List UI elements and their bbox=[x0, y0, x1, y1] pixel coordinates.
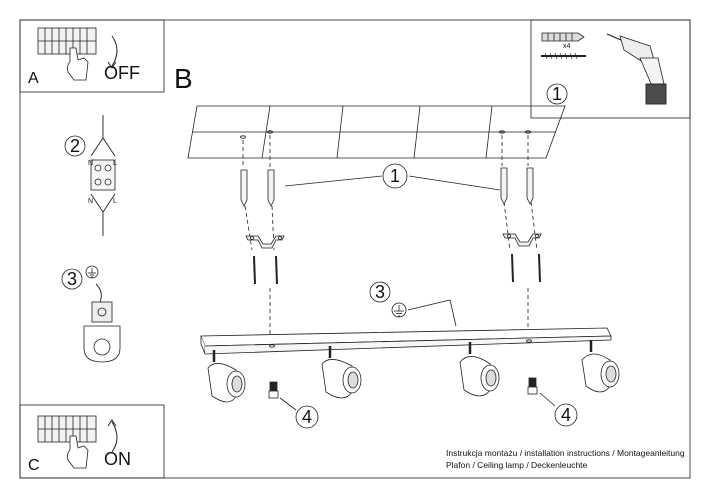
leader-step-4-right bbox=[539, 392, 556, 407]
wall-plug-icon bbox=[541, 32, 585, 42]
step-4-circle-left bbox=[295, 405, 319, 429]
panel-a-state: OFF bbox=[104, 63, 140, 83]
breaker-off-icon bbox=[37, 27, 118, 81]
panel-c-letter: C bbox=[28, 457, 40, 474]
caption-line-2: Plafon / Ceiling lamp / Deckenleuchte bbox=[446, 460, 588, 470]
tools-step-number: 1 bbox=[552, 84, 563, 104]
earth-terminal-icon bbox=[83, 283, 121, 363]
assembly-step-4-right-number: 4 bbox=[561, 405, 572, 425]
spotlight-2 bbox=[321, 346, 362, 399]
mounting-bracket-left bbox=[245, 235, 285, 249]
spotlight-1 bbox=[207, 350, 246, 403]
wire-label-l-bottom: L bbox=[113, 198, 117, 205]
terminal-block-icon bbox=[90, 115, 116, 236]
spotlight-3 bbox=[459, 342, 500, 397]
lamp-bar bbox=[200, 327, 612, 355]
leader-step-4-left bbox=[279, 397, 297, 411]
wire-label-n-bottom: N bbox=[88, 198, 94, 205]
caption-line-1: Instrukcja montażu / installation instru… bbox=[446, 448, 685, 458]
leader-step-1-left bbox=[284, 175, 383, 187]
assembly-step-4-left-number: 4 bbox=[302, 407, 313, 427]
wire-label-l-top: L bbox=[113, 160, 117, 167]
step-4-circle-right bbox=[554, 403, 578, 427]
screw-icon bbox=[541, 52, 586, 60]
earth-symbol-small-icon bbox=[85, 265, 99, 279]
panel-c-state: ON bbox=[104, 449, 131, 469]
wall-plugs bbox=[240, 167, 534, 207]
panel-c-box bbox=[19, 404, 165, 479]
panel-a-box bbox=[19, 19, 165, 93]
tools-quantity: x4 bbox=[563, 43, 571, 50]
fixing-screws bbox=[253, 253, 541, 285]
panel-a-letter: A bbox=[28, 70, 39, 87]
ceiling-tiles bbox=[187, 105, 566, 159]
side-step-3-number: 3 bbox=[67, 269, 78, 289]
bulb-left bbox=[268, 381, 279, 399]
wire-label-n-top: N bbox=[88, 160, 94, 167]
leader-step-1-right bbox=[408, 175, 501, 191]
step-3-circle bbox=[369, 281, 391, 303]
assembly-step-1-number: 1 bbox=[390, 166, 401, 186]
mounting-bracket-right bbox=[502, 233, 542, 247]
step-2-circle bbox=[64, 135, 86, 157]
bulb-right bbox=[527, 377, 538, 395]
tools-box bbox=[530, 19, 691, 119]
drill-icon bbox=[606, 33, 667, 105]
step-1-circle bbox=[382, 163, 408, 189]
outer-frame bbox=[19, 19, 691, 479]
step-1-circle-tools bbox=[546, 83, 568, 105]
spotlight-4 bbox=[581, 340, 620, 393]
earth-symbol-icon bbox=[391, 302, 407, 318]
side-step-2-number: 2 bbox=[70, 136, 81, 156]
assembly-step-3-number: 3 bbox=[375, 282, 386, 302]
breaker-on-icon bbox=[37, 415, 118, 469]
panel-b-letter: B bbox=[174, 63, 193, 94]
step-3-circle-side bbox=[61, 268, 83, 290]
earth-wire bbox=[407, 299, 457, 327]
